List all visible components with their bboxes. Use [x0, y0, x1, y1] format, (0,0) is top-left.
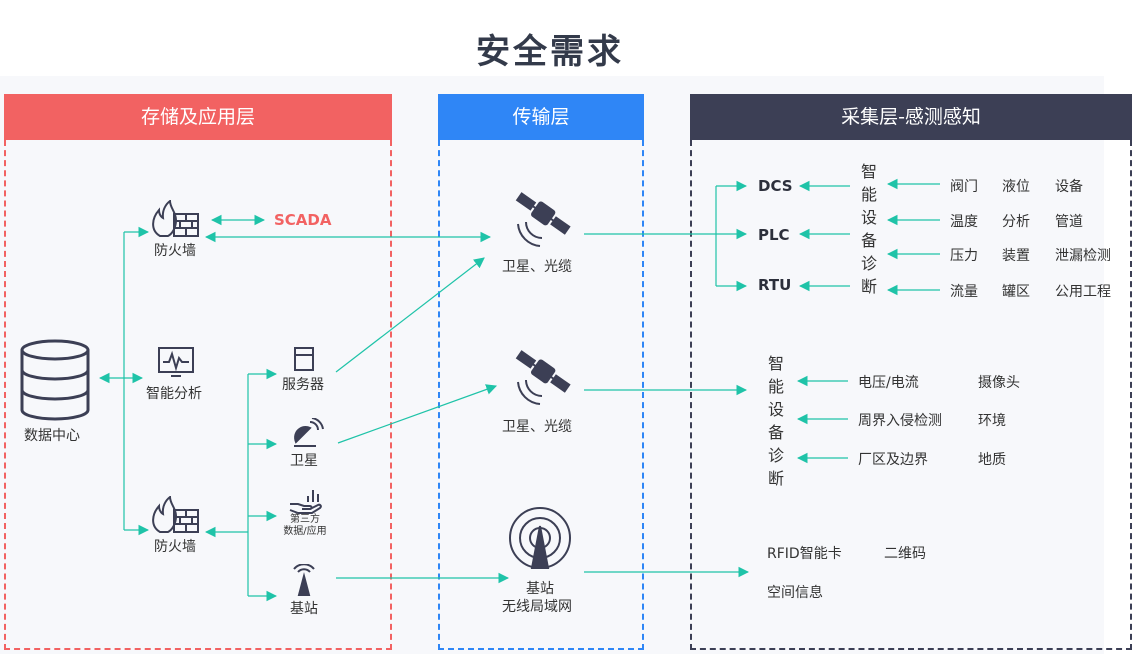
third-party-line1: 第三方 [290, 514, 320, 525]
wireless-tower-icon [509, 507, 571, 569]
input-level: 液位 [1002, 179, 1030, 195]
satellite-icon [515, 192, 571, 247]
input-plant-boundary: 厂区及边界 [858, 452, 928, 468]
input-pipeline: 管道 [1055, 214, 1083, 230]
input-voltage-current: 电压/电流 [858, 375, 919, 391]
background-band [0, 76, 1104, 654]
base-station-label: 基站 [290, 601, 318, 617]
input-flow: 流量 [950, 284, 978, 300]
firewall-bottom-label: 防火墙 [154, 539, 196, 555]
transport-layer-body [438, 140, 644, 650]
data-center-label: 数据中心 [24, 428, 80, 444]
collection-layer: 采集层-感测感知 [690, 94, 1132, 650]
input-valve: 阀门 [950, 179, 978, 195]
smart-diagnosis-vertical-1: 智 能 设 备 诊 断 [860, 162, 877, 296]
satellite-cable-label-1: 卫星、光缆 [502, 259, 572, 275]
input-geology: 地质 [978, 452, 1006, 468]
third-party-hand-icon [289, 490, 322, 514]
analysis-monitor-icon [158, 347, 194, 377]
input-equipment: 设备 [1055, 179, 1083, 195]
base-station-icon [293, 564, 315, 596]
input-device: 装置 [1002, 248, 1030, 264]
third-party-label: 第三方 数据/应用 [276, 514, 334, 538]
satellite-dish-icon [294, 418, 324, 447]
base-station-transport-label-2: 无线局域网 [502, 599, 572, 615]
satellite-cable-label-2: 卫星、光缆 [502, 419, 572, 435]
satellite-icon [515, 350, 571, 405]
input-analysis: 分析 [1002, 214, 1030, 230]
input-temperature: 温度 [950, 214, 978, 230]
firewall-icon [152, 496, 199, 533]
input-perimeter-intrusion: 周界入侵检测 [858, 413, 942, 429]
input-utilities: 公用工程 [1055, 284, 1111, 300]
storage-application-layer: 存储及应用层 [4, 94, 392, 650]
input-leak-detection: 泄漏检测 [1055, 248, 1111, 264]
input-camera: 摄像头 [978, 375, 1020, 391]
page-title: 安全需求 [476, 32, 624, 72]
rtu-label: RTU [758, 276, 792, 294]
input-tank-area: 罐区 [1002, 284, 1030, 300]
scada-label: SCADA [274, 211, 332, 229]
server-label: 服务器 [282, 377, 324, 393]
firewall-icon [152, 200, 199, 237]
smart-diagnosis-vertical-2: 智 能 设 备 诊 断 [767, 354, 784, 488]
storage-layer-header: 存储及应用层 [4, 94, 392, 140]
collection-layer-header: 采集层-感测感知 [690, 94, 1132, 140]
transport-layer-header: 传输层 [438, 94, 644, 140]
storage-layer-body [4, 140, 392, 650]
database-icon [20, 339, 90, 421]
third-party-line2: 数据/应用 [283, 526, 327, 537]
input-environment: 环境 [978, 413, 1006, 429]
dcs-label: DCS [758, 177, 793, 195]
spatial-info-label: 空间信息 [767, 585, 823, 601]
transport-layer: 传输层 [438, 94, 644, 650]
input-pressure: 压力 [950, 248, 978, 264]
firewall-top-label: 防火墙 [154, 243, 196, 259]
satellite-label: 卫星 [290, 453, 318, 469]
collection-layer-body [690, 140, 1132, 650]
rfid-label: RFID智能卡 [767, 546, 842, 562]
analysis-label: 智能分析 [146, 386, 202, 402]
base-station-transport-label-1: 基站 [526, 581, 554, 597]
server-icon [294, 347, 314, 371]
qrcode-label: 二维码 [884, 546, 926, 562]
plc-label: PLC [758, 226, 790, 244]
